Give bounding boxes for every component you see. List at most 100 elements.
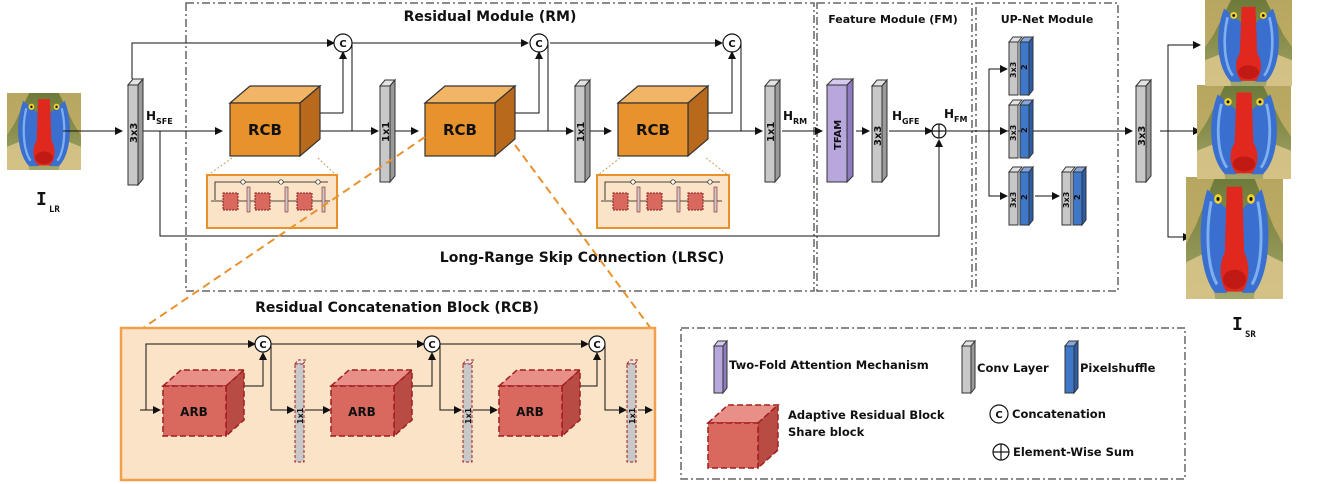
output-images — [1184, 0, 1294, 301]
detail-conv-1x1-a: 1x1 — [294, 359, 307, 463]
svg-text:GFE: GFE — [902, 117, 920, 126]
svg-text:FM: FM — [954, 115, 967, 124]
svg-text:1x1: 1x1 — [381, 122, 392, 142]
upnet-module-frame — [975, 2, 1119, 292]
svg-text:RM: RM — [793, 117, 807, 126]
module-frames: Residual Module (RM) Feature Module (FM)… — [185, 2, 1119, 292]
rcb-cube-3: RCB — [616, 84, 710, 158]
feature-module-title: Feature Module (FM) — [828, 13, 958, 26]
svg-text:TFAM: TFAM — [833, 120, 844, 150]
svg-text:H: H — [944, 107, 954, 121]
concat-node-2: C — [529, 33, 549, 53]
svg-text:C: C — [259, 340, 266, 351]
arb-cube-2: ARB — [329, 368, 414, 438]
legend-concat-icon: C — [989, 404, 1009, 424]
svg-text:I: I — [1232, 314, 1243, 335]
svg-text:3x3: 3x3 — [129, 123, 140, 143]
svg-text:2: 2 — [1020, 127, 1029, 133]
rcb-cube-1: RCB — [228, 84, 322, 158]
legend-conv-label: Conv Layer — [977, 361, 1049, 375]
conv-3x3-sfe: 3x3 — [126, 77, 145, 187]
legend-attention-icon — [712, 339, 729, 395]
label-h-gfe: H GFE — [892, 109, 920, 126]
svg-text:2: 2 — [1020, 194, 1029, 200]
conv-3x3-gfe: 3x3 — [870, 78, 889, 184]
svg-text:SFE: SFE — [156, 117, 173, 126]
svg-text:1x1: 1x1 — [296, 407, 305, 424]
svg-text:C: C — [428, 340, 435, 351]
svg-text:3x3: 3x3 — [1009, 192, 1018, 208]
upnet-module-title: UP-Net Module — [1001, 13, 1094, 26]
legend-attention-label: Two-Fold Attention Mechanism — [729, 358, 929, 372]
zoom-lines — [139, 136, 653, 331]
lrsc-label: Long-Range Skip Connection (LRSC) — [440, 250, 724, 266]
arb-cube-1: ARB — [161, 368, 246, 438]
svg-text:C: C — [593, 340, 600, 351]
svg-text:I: I — [36, 189, 47, 210]
rcb-cube-2: RCB — [423, 84, 517, 158]
svg-text:LR: LR — [49, 205, 60, 215]
svg-text:C: C — [995, 410, 1002, 421]
svg-text:3x3: 3x3 — [1137, 126, 1148, 146]
svg-text:1x1: 1x1 — [464, 407, 473, 424]
legend-arb-label-1: Adaptive Residual Block — [788, 408, 945, 422]
svg-text:H: H — [892, 109, 902, 123]
svg-text:1x1: 1x1 — [766, 122, 777, 142]
conv-3x3-final: 3x3 — [1134, 78, 1153, 184]
concat-node-3: C — [722, 33, 742, 53]
conv-1x1-a: 1x1 — [378, 78, 397, 184]
upnet-pair-3: 3x3 2 — [1007, 165, 1035, 227]
svg-text:1x1: 1x1 — [576, 122, 587, 142]
rcb-detail-panel: Residual Concatenation Block (RCB) ARB — [119, 300, 657, 482]
svg-text:3x3: 3x3 — [1009, 125, 1018, 141]
svg-text:RCB: RCB — [636, 121, 670, 139]
svg-text:1x1: 1x1 — [628, 407, 637, 424]
svg-text:C: C — [728, 39, 735, 50]
concat-node-1: C — [333, 33, 353, 53]
upnet-pair-1: 3x3 2 — [1007, 35, 1035, 97]
legend-sum-icon — [992, 443, 1010, 461]
svg-text:3x3: 3x3 — [873, 126, 884, 146]
conv-1x1-c: 1x1 — [763, 78, 782, 184]
detail-conv-1x1-b: 1x1 — [462, 359, 475, 463]
rcb-mini-panel-1 — [206, 157, 338, 229]
svg-text:RCB: RCB — [443, 121, 477, 139]
elementwise-sum-node — [931, 123, 947, 139]
conv-1x1-b: 1x1 — [573, 78, 592, 184]
rcb-mini-panel-2 — [596, 157, 730, 229]
label-h-sfe: H SFE — [146, 109, 173, 126]
tfam-block: TFAM — [825, 77, 855, 184]
residual-module-title: Residual Module (RM) — [404, 9, 577, 25]
upnet-pair-2: 3x3 2 — [1007, 98, 1035, 160]
svg-text:ARB: ARB — [516, 405, 544, 419]
legend-conv-icon — [960, 339, 977, 395]
legend-sum-label: Element-Wise Sum — [1013, 445, 1134, 459]
output-label: I SR — [1232, 314, 1256, 340]
detail-concat-2: C — [423, 335, 441, 353]
svg-text:RCB: RCB — [248, 121, 282, 139]
legend-pixelshuffle-icon — [1063, 339, 1080, 395]
svg-text:H: H — [146, 109, 156, 123]
residual-module-frame — [185, 2, 815, 292]
svg-text:ARB: ARB — [348, 405, 376, 419]
svg-text:2: 2 — [1020, 64, 1029, 70]
svg-text:C: C — [535, 39, 542, 50]
connections — [63, 39, 1201, 241]
detail-conv-1x1-c: 1x1 — [626, 359, 639, 463]
legend-arb-label-2: Share block — [788, 425, 865, 439]
legend-concat-label: Concatenation — [1012, 407, 1106, 421]
svg-text:3x3: 3x3 — [1062, 192, 1071, 208]
svg-text:C: C — [339, 39, 346, 50]
label-h-fm: H FM — [944, 107, 967, 124]
legend-pixelshuffle-label: Pixelshuffle — [1080, 361, 1156, 375]
svg-text:3x3: 3x3 — [1009, 62, 1018, 78]
upnet-pair-4: 3x3 2 — [1060, 165, 1088, 227]
detail-concat-1: C — [254, 335, 272, 353]
svg-text:SR: SR — [1245, 330, 1256, 340]
arb-cube-3: ARB — [497, 368, 582, 438]
input-label: I LR — [36, 189, 60, 215]
legend-arb-icon — [706, 403, 780, 470]
feature-module-frame — [816, 2, 973, 292]
detail-concat-3: C — [588, 335, 606, 353]
